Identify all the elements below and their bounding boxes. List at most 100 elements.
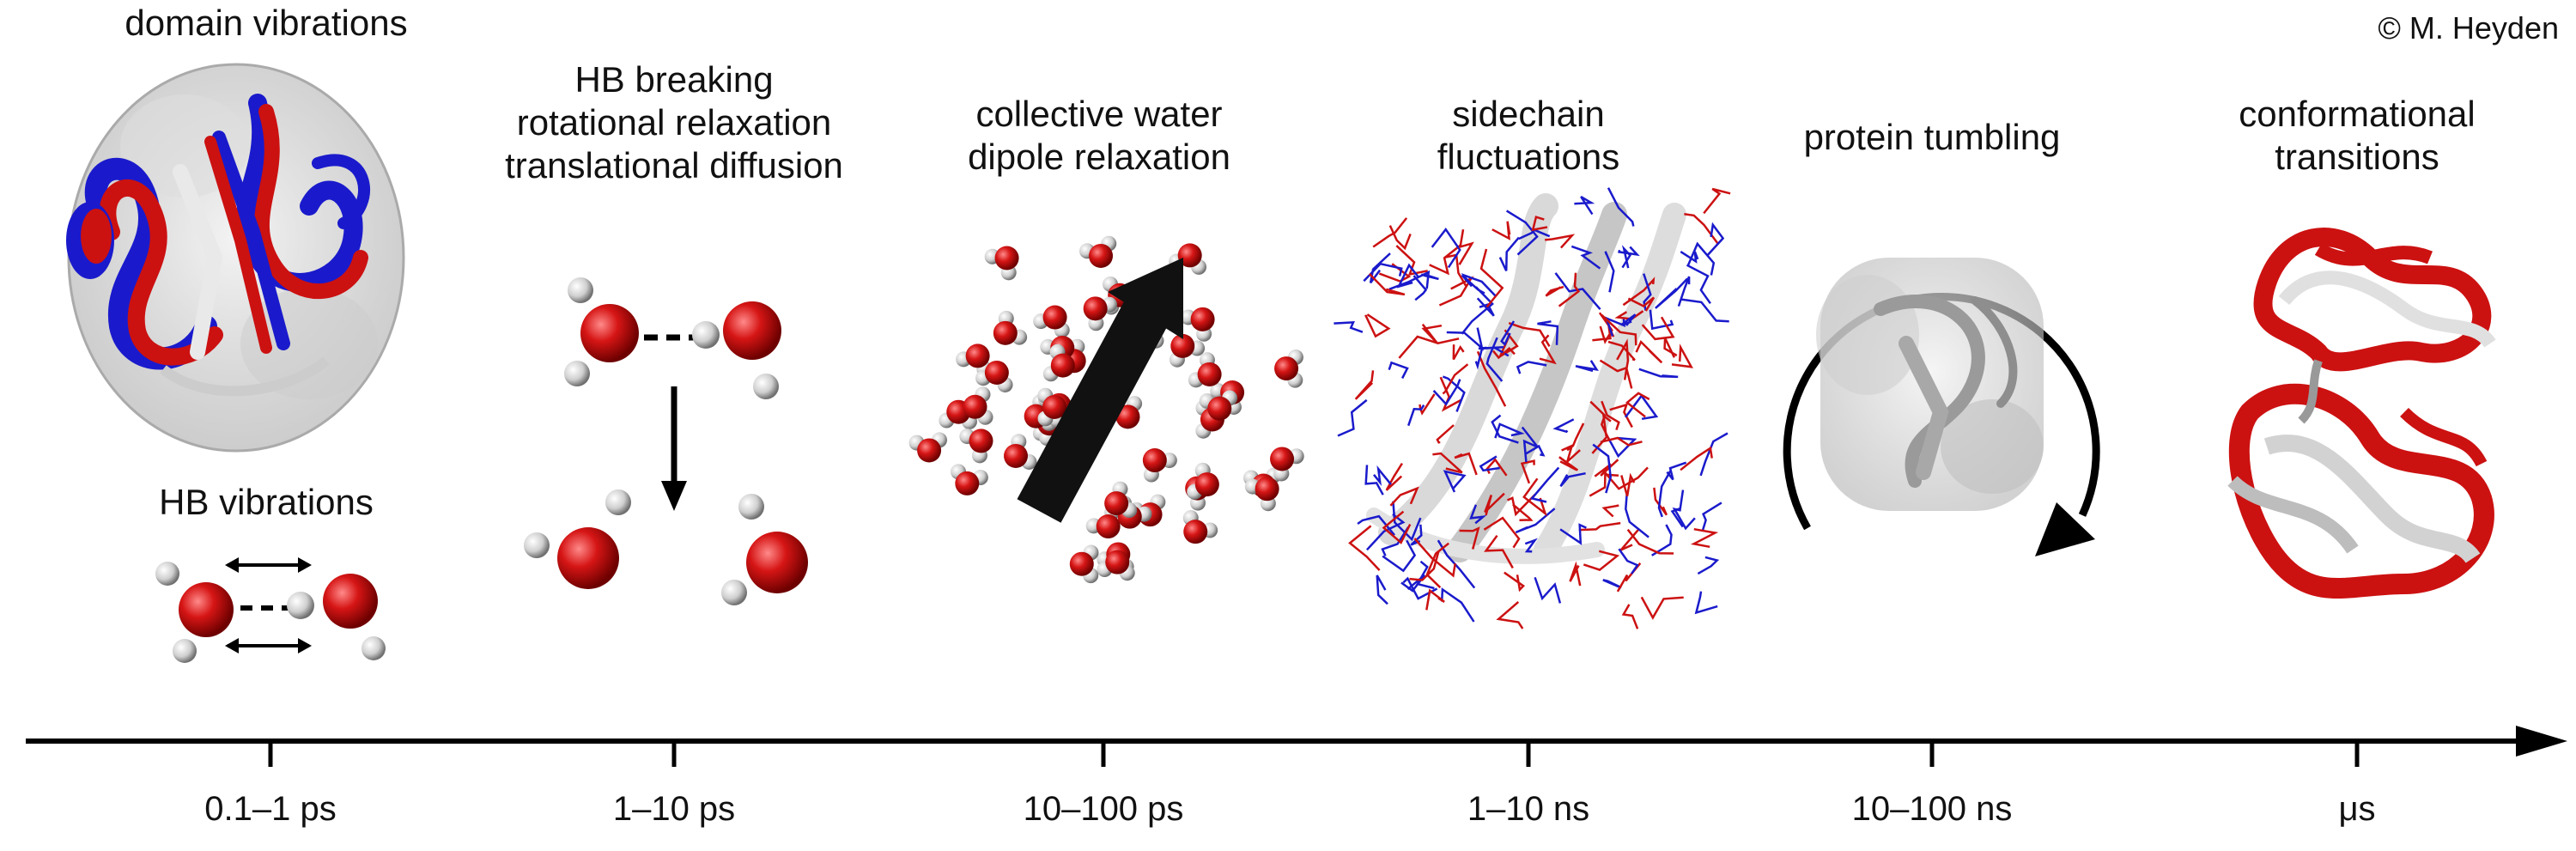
sidechain-stick (1561, 443, 1581, 465)
sidechain-stick (1575, 360, 1599, 373)
sidechain-stick (1621, 604, 1639, 629)
label-conformational-line1: conformational (2239, 94, 2476, 134)
sidechain-stick (1382, 539, 1417, 573)
sidechain-stick (1429, 244, 1462, 276)
axis-tick-label: 0.1–1 ps (204, 790, 337, 828)
label-conformational-line2: transitions (2275, 137, 2439, 177)
sidechain-stick (1363, 262, 1403, 283)
sidechain-stick (1672, 507, 1696, 531)
water-molecule (908, 432, 948, 463)
label-hb-breaking-line2: rotational relaxation (516, 102, 832, 143)
sidechain-stick (1484, 492, 1505, 516)
sidechain-stick (1625, 392, 1650, 418)
sidechain-stick (1558, 272, 1581, 307)
sidechain-stick (1376, 574, 1388, 605)
sidechain-stick (1583, 550, 1620, 571)
time-axis (26, 726, 2567, 767)
sidechain-stick (1504, 571, 1526, 593)
sidechain-stick (1663, 337, 1678, 358)
sidechain-stick (1402, 576, 1438, 600)
label-hb-breaking: HB breaking rotational relaxation transl… (481, 58, 867, 187)
sidechain-stick (1703, 187, 1731, 215)
sidechain-stick (1479, 455, 1500, 472)
sidechain-stick (1554, 272, 1601, 311)
sidechain-stick (1601, 400, 1620, 430)
label-sidechain: sidechain fluctuations (1357, 93, 1700, 179)
sidechain-stick (1599, 359, 1633, 389)
water-molecule (1188, 352, 1222, 388)
sidechain-stick (1443, 470, 1467, 493)
water-molecule (1142, 448, 1177, 483)
sidechain-stick (1671, 343, 1693, 368)
sidechain-stick (1591, 413, 1612, 454)
sidechain-stick (1529, 466, 1560, 503)
label-protein-tumbling: protein tumbling (1803, 117, 2061, 157)
sidechain-stick (1364, 465, 1384, 495)
water-molecule (1037, 387, 1067, 427)
sidechain-stick (1458, 228, 1474, 265)
sidechain-stick (1388, 270, 1431, 290)
sidechain-stick (1522, 477, 1547, 517)
sidechain-stick (1621, 245, 1631, 269)
water-molecule (1004, 434, 1037, 470)
label-sidechain-line2: fluctuations (1437, 137, 1620, 177)
water-molecule (951, 464, 988, 495)
sidechain-stick (1425, 588, 1445, 611)
sidechain-stick (1607, 340, 1636, 362)
sidechain-stick (1559, 523, 1587, 545)
sidechain-stick (1385, 462, 1403, 491)
sidechain-stick (1508, 322, 1551, 348)
sidechain-stick (1566, 422, 1585, 452)
sidechain-stick (1432, 452, 1463, 474)
water-molecule (1169, 333, 1206, 368)
sidechain-stick (1620, 472, 1636, 497)
sidechain-stick (1461, 286, 1494, 335)
author-credit: © M. Heyden (2378, 10, 2559, 46)
sidechain-stick (1421, 273, 1439, 281)
sidechain-stick (1534, 576, 1562, 604)
sidechain-stick (1407, 404, 1425, 427)
sidechain-stick (1697, 556, 1720, 575)
sidechain-stick (1666, 461, 1687, 481)
axis-tick-label: 10–100 ps (1023, 790, 1184, 828)
sidechain-stick (1625, 492, 1649, 538)
sidechain-stick (1354, 370, 1375, 400)
sidechain-stick (1537, 320, 1559, 345)
water-molecule (1187, 462, 1219, 500)
sidechain-stick (1655, 277, 1689, 309)
sidechain-stick (1618, 548, 1639, 574)
sidechain-stick (1620, 313, 1637, 326)
sidechain-stick (1396, 263, 1420, 289)
sidechain-stick (1589, 473, 1619, 497)
sidechain-stick (1604, 251, 1615, 293)
hb-breaking-waters (524, 277, 808, 605)
sidechain-stick (1701, 501, 1722, 531)
collective-dipole-arrow (1017, 258, 1183, 523)
sidechain-stick (1680, 298, 1729, 323)
sidechain-stick (1505, 210, 1539, 256)
sidechain-stick (1398, 335, 1460, 359)
hb-vibrations-waters (155, 557, 386, 663)
sidechain-stick (1520, 459, 1535, 484)
sidechain-stick (1607, 436, 1637, 459)
sidechain-stick (1474, 345, 1504, 370)
label-hb-breaking-line3: translational diffusion (505, 145, 843, 185)
water-molecule (963, 386, 993, 425)
sidechain-stick (1381, 526, 1410, 556)
domain-vibrations-protein (66, 63, 405, 453)
axis-tick-label: 1–10 ns (1467, 790, 1590, 828)
sidechain-stick (1651, 524, 1673, 556)
sidechain-stick (1432, 379, 1461, 406)
sidechain-stick (1476, 297, 1495, 317)
label-collective-line2: dipole relaxation (968, 137, 1230, 177)
sidechain-stick (1483, 516, 1521, 549)
sidechain-stick (1440, 587, 1475, 623)
water-molecule (1079, 235, 1117, 268)
sidechain-stick (1638, 368, 1679, 379)
sidechain-stick (1558, 456, 1579, 471)
sidechain-stick (1574, 196, 1595, 216)
water-molecule (1104, 481, 1138, 518)
sidechain-stick (1498, 236, 1520, 271)
water-molecule (1244, 477, 1279, 512)
sidechain-stick (1469, 504, 1487, 525)
